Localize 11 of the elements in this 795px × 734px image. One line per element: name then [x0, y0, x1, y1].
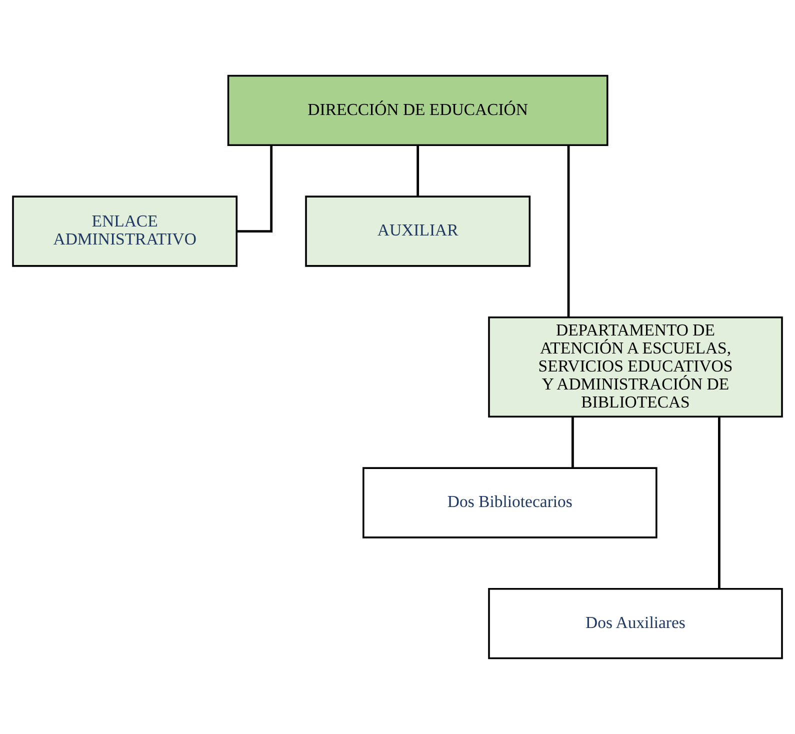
connector — [416, 145, 420, 196]
connector — [236, 145, 273, 232]
node-box: Dos Auxiliares — [488, 588, 783, 660]
node-box: ENLACE ADMINISTRATIVO — [12, 196, 238, 267]
node-box: DEPARTAMENTO DE ATENCIÓN A ESCUELAS, SERVICIOS EDUCATIVOS Y ADMINISTRACIÓN DE BIBLIOTECAS — [488, 316, 783, 418]
connector — [572, 416, 574, 468]
connector — [567, 146, 570, 318]
connector — [718, 416, 720, 589]
node-box: DIRECCIÓN DE EDUCACIÓN — [227, 74, 608, 146]
node-box: AUXILIAR — [305, 196, 531, 267]
node-box: Dos Bibliotecarios — [362, 467, 658, 538]
